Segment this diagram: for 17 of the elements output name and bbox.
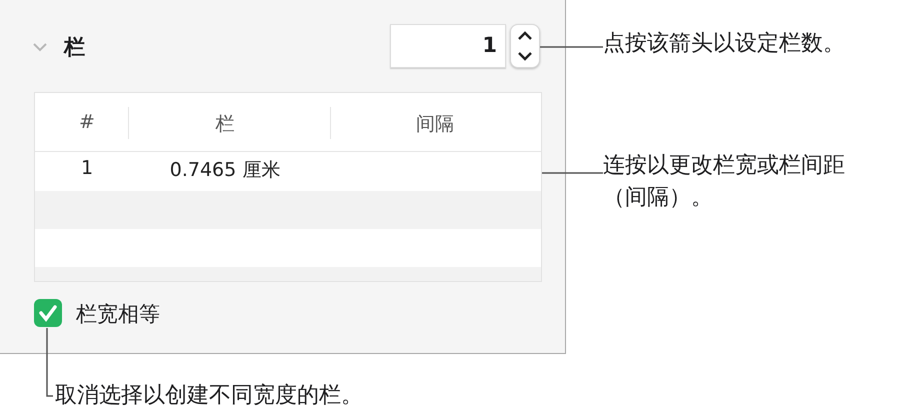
callout-text: 连按以更改栏宽或栏间距（间隔）。 bbox=[603, 150, 853, 220]
column-header: 间隔 bbox=[416, 112, 454, 137]
settings-panel bbox=[0, 0, 566, 354]
leader-line bbox=[542, 172, 603, 174]
table-cell: 1 bbox=[80, 157, 94, 179]
table-cell-text: 0.7465 厘米 bbox=[170, 158, 280, 183]
input-field: 1 bbox=[390, 24, 506, 68]
leader-line bbox=[46, 328, 53, 397]
data-table bbox=[34, 92, 542, 282]
column-header: 栏 bbox=[216, 112, 234, 137]
callout-text: 取消选择以创建不同宽度的栏。 bbox=[55, 380, 395, 414]
section-heading: 栏 bbox=[64, 34, 85, 61]
callout-text: 点按该箭头以设定栏数。 bbox=[603, 28, 903, 68]
column-header: # bbox=[79, 111, 95, 133]
checkbox-label: 栏宽相等 bbox=[76, 301, 160, 328]
leader-line bbox=[540, 46, 603, 48]
stepper-control bbox=[510, 24, 540, 68]
